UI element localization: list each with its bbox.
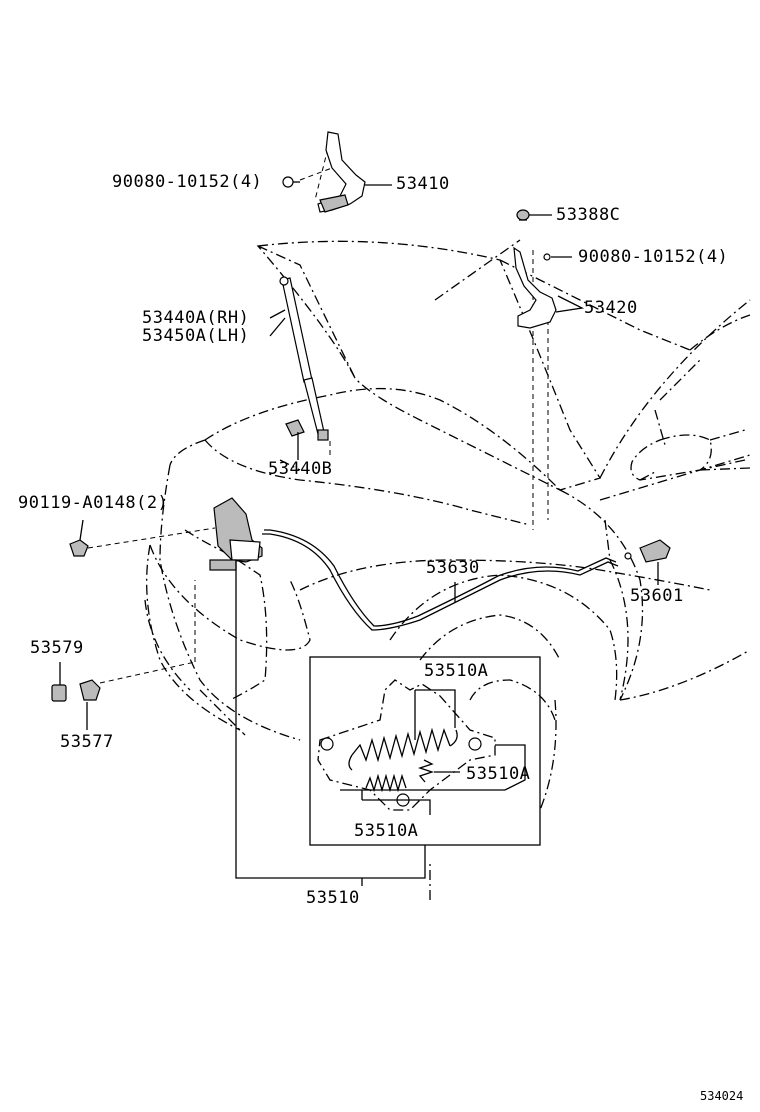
label-cushion: 53388C (556, 205, 621, 225)
label-lock-assy: 53510 (306, 888, 360, 908)
label-cable: 53630 (426, 558, 480, 578)
label-support-bracket: 53440B (268, 459, 333, 479)
label-bolt-lock: 90119-A0148(2) (18, 493, 169, 513)
bolt-icon (282, 176, 300, 188)
label-nut: 53577 (60, 732, 114, 752)
release-lever (624, 539, 671, 563)
label-hinge-lh: 53420 (584, 298, 638, 318)
label-lever: 53601 (630, 586, 684, 606)
hood-hinge-lh (513, 246, 557, 329)
label-spring-top: 53510A (424, 661, 489, 681)
diagram-id: 534024 (700, 1089, 744, 1103)
hood-hinge-rh (317, 131, 366, 213)
label-support-lh: 53450A(LH) (142, 326, 250, 346)
hood-lock (209, 497, 263, 571)
hood-cushion (516, 209, 530, 221)
label-bolt-hinge-lh: 90080-10152(4) (578, 247, 729, 267)
clip-icon (51, 684, 67, 702)
label-bolt-hinge: 90080-10152(4) (112, 172, 263, 192)
label-spring-bottom: 53510A (354, 821, 419, 841)
label-support-rh: 53440A(RH) (142, 308, 250, 328)
release-cable (262, 529, 619, 631)
label-clip: 53579 (30, 638, 84, 658)
vehicle-body-outline (144, 239, 751, 900)
support-bracket (285, 419, 305, 437)
nut-icon (79, 679, 101, 701)
label-hinge-rh: 53410 (396, 174, 450, 194)
bolt-icon (69, 539, 89, 557)
hood-support-strut (279, 276, 329, 441)
label-spring-right: 53510A (466, 764, 531, 784)
spring-detail-box (309, 656, 541, 846)
leader-lines (59, 184, 659, 886)
